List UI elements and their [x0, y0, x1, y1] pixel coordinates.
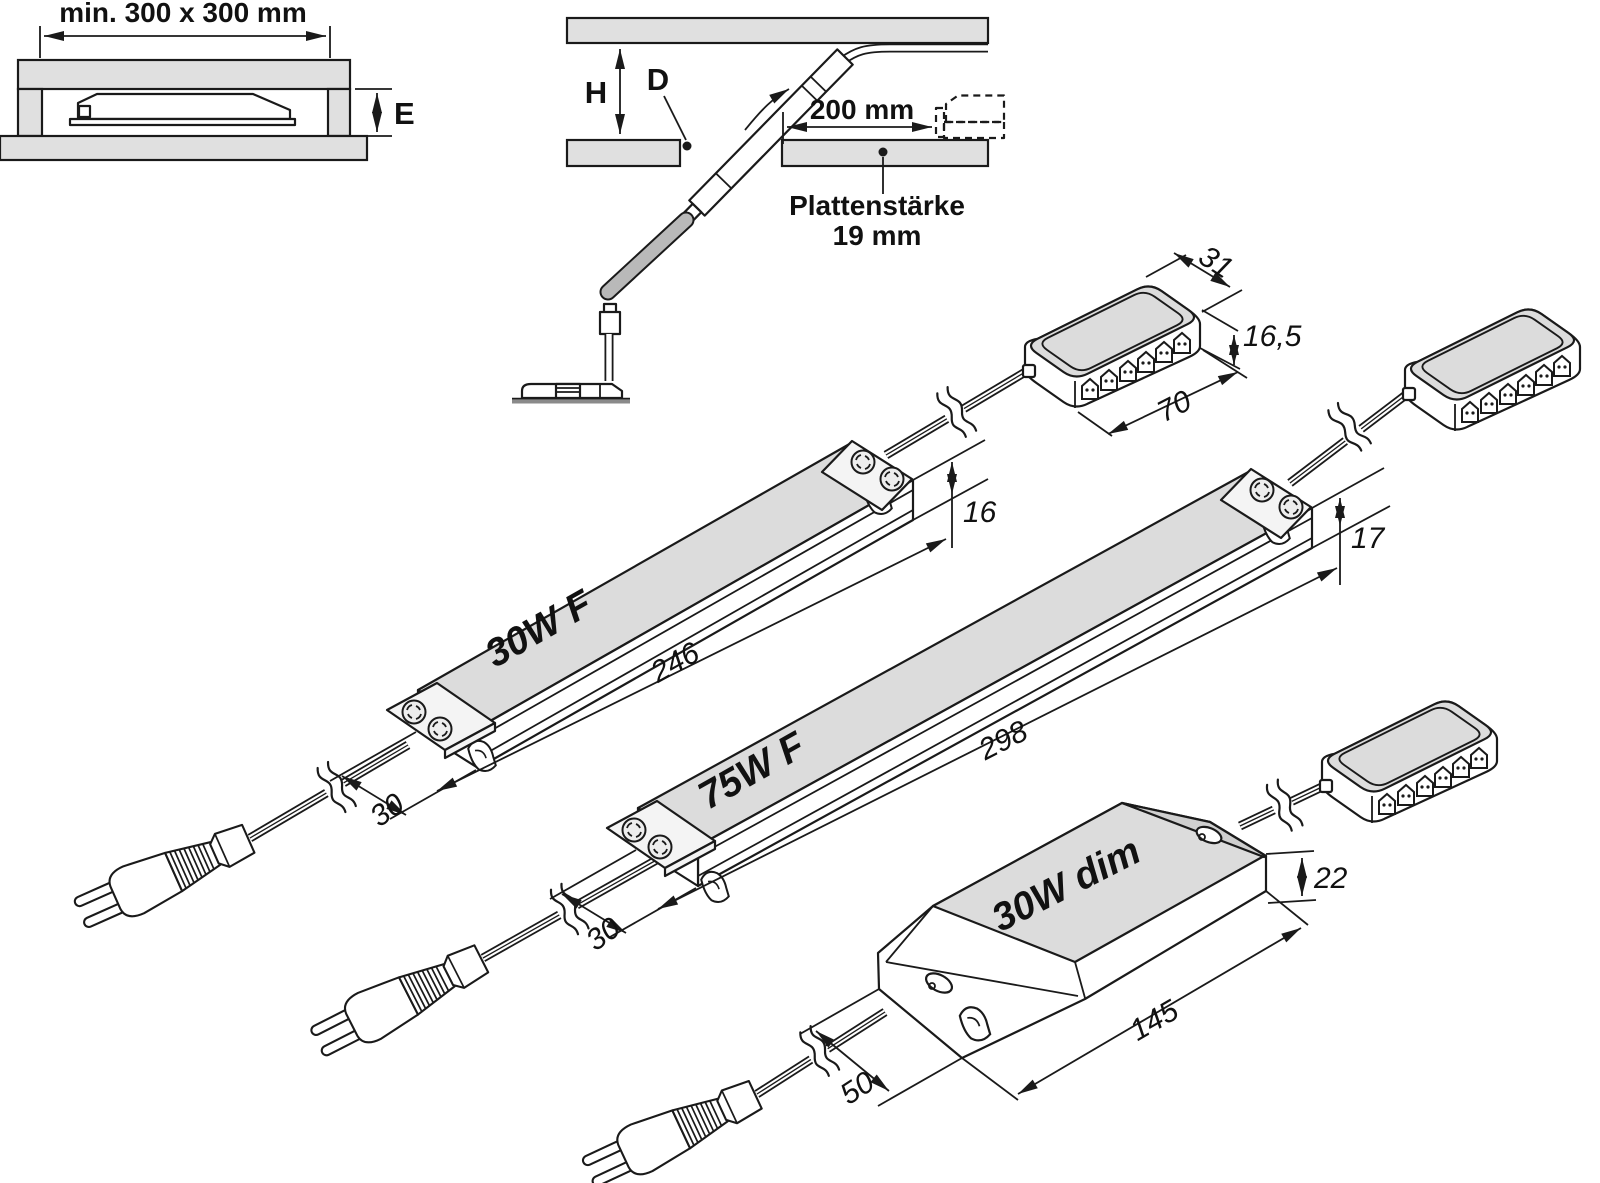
distributor-block-2	[1403, 309, 1580, 431]
keyhole-slot	[924, 972, 954, 994]
min-size-label: min. 300 x 300 mm	[59, 0, 306, 28]
insertion-distance-label: 200 mm	[810, 94, 914, 125]
board-thickness-value: 19 mm	[833, 220, 922, 251]
width-dim-75wf: 30	[580, 911, 627, 957]
driver-inserted-through-hole	[681, 48, 854, 224]
screw-icon	[621, 817, 647, 843]
distributor-block-3	[1320, 701, 1497, 823]
width-dim-30wdim: 50	[834, 1065, 880, 1111]
euro-plug-1	[68, 814, 260, 939]
insertion-view: H D 200 mm Plattenstärke 19 mm	[565, 16, 1006, 251]
recess-depth-label: E	[394, 96, 415, 131]
screw-icon	[427, 716, 453, 742]
luminaire-connector-detail	[512, 211, 695, 404]
board-thickness-label: Plattenstärke	[789, 190, 965, 221]
distributor-width-dim: 31	[1193, 239, 1239, 285]
screw-icon	[401, 699, 427, 725]
screw-icon	[850, 449, 876, 475]
right-support	[326, 87, 352, 138]
lower-board-left	[565, 138, 682, 168]
bottom-panel	[0, 134, 369, 162]
recessed-driver-profile	[68, 92, 297, 127]
driver-end-position-dashed	[934, 94, 1006, 140]
hole-diameter-label: D	[647, 62, 669, 97]
upper-board	[565, 16, 990, 45]
top-panel	[16, 58, 352, 91]
cable-break-icon	[1261, 777, 1305, 835]
driver-30w-dim: 30W dim	[876, 801, 1268, 1060]
height-dim-75wf: 17	[1351, 522, 1386, 555]
flat-luminaire	[512, 382, 630, 404]
clearance-height-label: H	[585, 75, 607, 110]
lower-board-right	[780, 138, 990, 168]
screw-icon	[879, 466, 905, 492]
distributor-height-dim: 16,5	[1243, 320, 1302, 353]
plug-connector	[598, 302, 622, 336]
screw-icon	[647, 834, 673, 860]
cable-break-icon	[931, 384, 979, 442]
board-marker-dot	[878, 147, 888, 157]
distributor-length-dim: 70	[1152, 384, 1197, 429]
height-dim-30wdim: 22	[1313, 862, 1348, 895]
recess-cross-section: min. 300 x 300 mm E	[0, 0, 415, 162]
hole-marker-dot	[682, 141, 692, 151]
end-cap	[1219, 467, 1313, 540]
height-dim-30wf: 16	[963, 496, 997, 529]
end-cap	[820, 439, 914, 512]
euro-plug-2	[304, 934, 494, 1067]
screw-icon	[1278, 494, 1304, 520]
euro-plug-3	[576, 1070, 768, 1183]
left-support	[16, 87, 44, 138]
screw-icon	[1249, 477, 1275, 503]
